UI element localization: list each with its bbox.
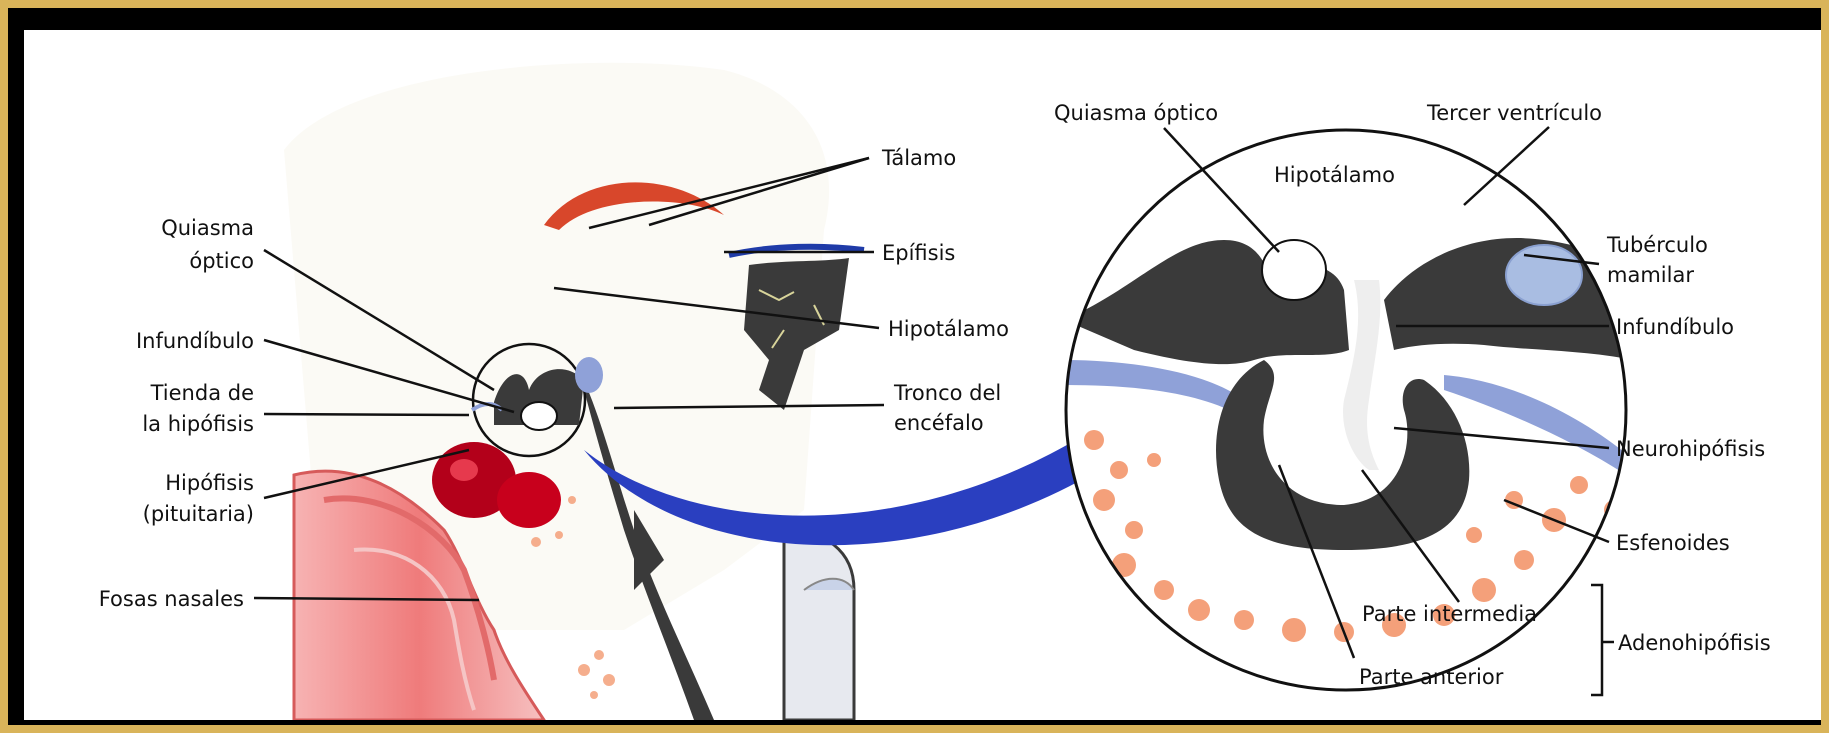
label-zoom-parte-intermedia: Parte intermedia — [1362, 602, 1537, 626]
label-hipotalamo: Hipotálamo — [888, 317, 1009, 341]
label-tienda-line1: Tienda de — [150, 381, 254, 405]
label-zoom-infundibulo: Infundíbulo — [1616, 315, 1734, 339]
label-hipofisis-line2: (pituitaria) — [143, 502, 254, 526]
label-zoom-neurohipofisis: Neurohipófisis — [1616, 437, 1765, 461]
label-zoom-tuberculo-line2: mamilar — [1607, 263, 1694, 287]
zoomed-view — [1064, 130, 1634, 700]
label-infundibulo: Infundíbulo — [136, 329, 254, 353]
sagittal-view — [284, 63, 1144, 720]
label-zoom-tercer: Tercer ventrículo — [1426, 101, 1602, 125]
zoom-optic-chiasm — [1262, 240, 1326, 300]
diagram-panel: Tálamo Epífisis Hipotálamo Tronco del en… — [24, 30, 1821, 720]
label-fosas-nasales: Fosas nasales — [99, 587, 244, 611]
label-quiasma-line2: óptico — [189, 249, 254, 273]
label-tienda-line2: la hipófisis — [142, 412, 254, 436]
label-epifisis: Epífisis — [882, 241, 955, 265]
label-talamo: Tálamo — [881, 146, 956, 170]
cerebellum-edge — [784, 530, 854, 720]
label-zoom-quiasma: Quiasma óptico — [1054, 101, 1218, 125]
label-zoom-adenohipofisis: Adenohipófisis — [1618, 631, 1771, 655]
label-zoom-esfenoides: Esfenoides — [1616, 531, 1730, 555]
label-zoom-tuberculo-line1: Tubérculo — [1606, 233, 1708, 257]
pituitary-diagram: Tálamo Epífisis Hipotálamo Tronco del en… — [24, 30, 1821, 720]
label-quiasma-line1: Quiasma — [161, 216, 254, 240]
label-hipofisis-line1: Hipófisis — [165, 471, 254, 495]
label-zoom-parte-anterior: Parte anterior — [1359, 665, 1504, 689]
zoom-mammillary-body — [1506, 245, 1582, 305]
label-tronco-line2: encéfalo — [894, 411, 984, 435]
label-tronco-line1: Tronco del — [893, 381, 1001, 405]
label-zoom-hipotalamo: Hipotálamo — [1274, 163, 1395, 187]
